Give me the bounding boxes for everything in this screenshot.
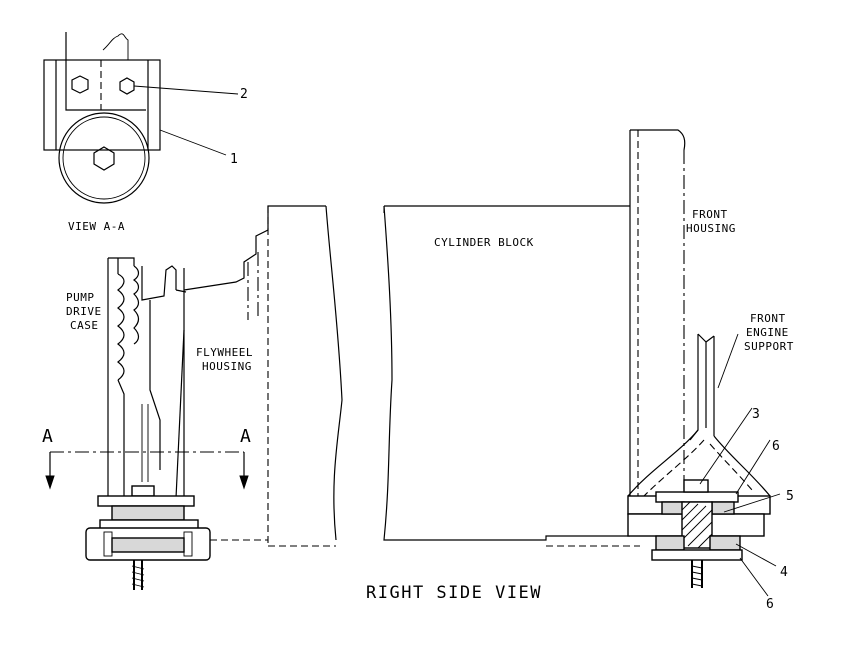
callout-6-top: 6	[772, 439, 780, 454]
callout-4: 4	[780, 565, 788, 580]
hex-bolt-icon	[119, 77, 135, 95]
flywheel-housing-label-2: HOUSING	[202, 360, 252, 373]
section-marker-right: A	[240, 426, 251, 447]
pump-drive-case-assembly: PUMP DRIVE CASE FLYWHEEL HOUSING	[66, 205, 343, 547]
callout-6-bottom: 6	[766, 597, 774, 612]
front-engine-support: FRONT ENGINE SUPPORT	[627, 312, 794, 497]
callout-1: 1	[230, 152, 238, 167]
pump-drive-case-label-3: CASE	[70, 319, 99, 332]
hex-bolt-icon	[71, 75, 89, 94]
arrow-down-icon	[45, 475, 55, 490]
pump-drive-case-label-2: DRIVE	[66, 305, 102, 318]
view-a-a-label: VIEW A-A	[68, 220, 125, 233]
hex-nut-icon	[93, 146, 115, 171]
callout-3: 3	[752, 407, 760, 422]
view-a-a-detail: 2 1 VIEW A-A	[43, 32, 248, 233]
section-marker-left: A	[42, 426, 53, 447]
front-housing-label-2: HOUSING	[686, 222, 736, 235]
front-engine-support-label-2: ENGINE	[746, 326, 789, 339]
roller-circle	[58, 112, 150, 204]
flywheel-housing-label-1: FLYWHEEL	[196, 346, 253, 359]
arrow-down-icon	[239, 475, 249, 490]
front-housing: FRONT HOUSING	[629, 129, 736, 536]
front-engine-support-label-1: FRONT	[750, 312, 786, 325]
front-housing-label-1: FRONT	[692, 208, 728, 221]
cylinder-block: CYLINDER BLOCK	[383, 205, 640, 547]
drawing-title: RIGHT SIDE VIEW	[366, 583, 542, 603]
rear-mount-isolator	[85, 485, 211, 590]
callout-2: 2	[240, 87, 248, 102]
cylinder-block-label: CYLINDER BLOCK	[434, 236, 534, 249]
callout-5: 5	[786, 489, 794, 504]
front-engine-support-label-3: SUPPORT	[744, 340, 794, 353]
section-line-a-a: A A	[42, 426, 251, 490]
front-mount-isolator: 3 6 5 4 6	[627, 407, 794, 612]
pump-drive-case-label-1: PUMP	[66, 291, 95, 304]
